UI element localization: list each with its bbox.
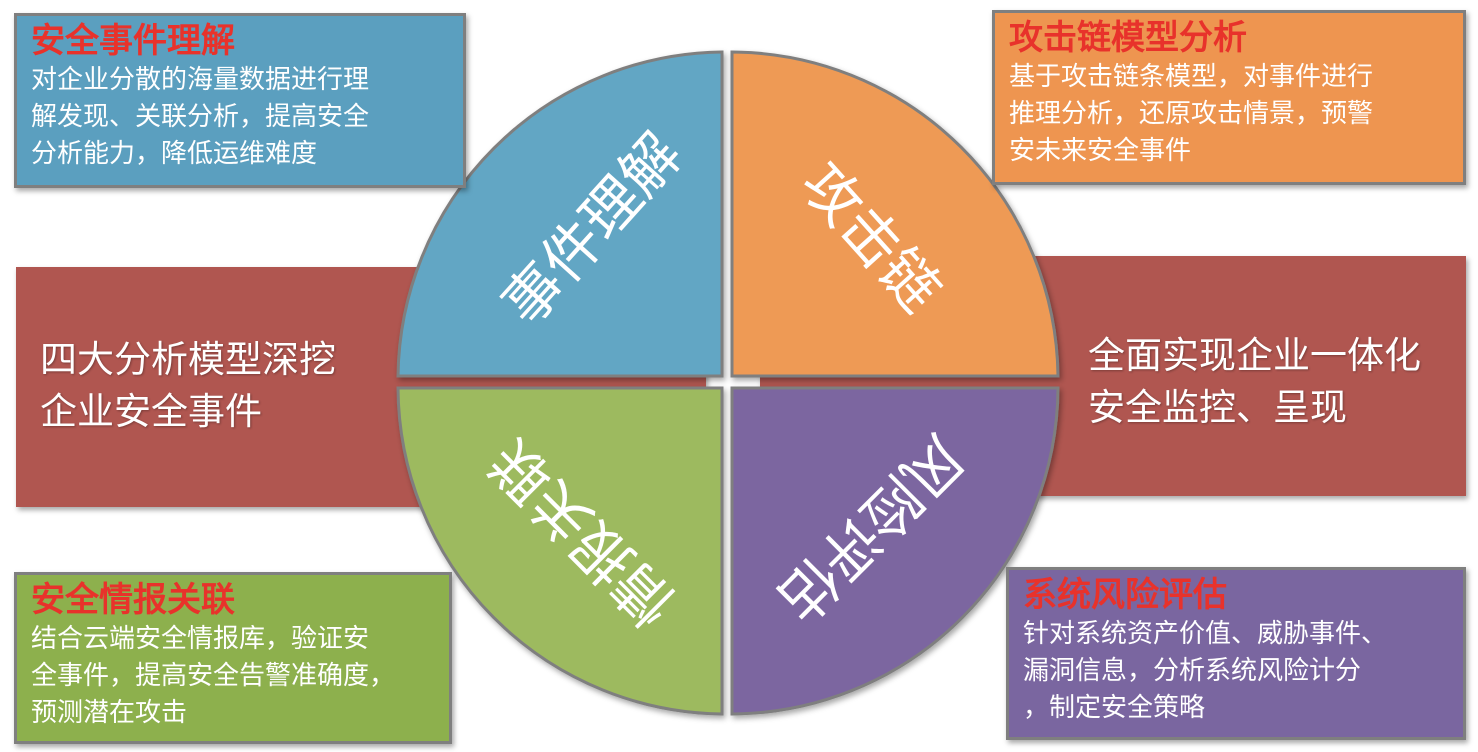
right-band-line-1: 全面实现企业一体化 — [1088, 334, 1421, 377]
quadrant-event-understanding — [396, 50, 724, 378]
card-line: 预测潜在攻击 — [31, 698, 188, 728]
card-title: 安全事件理解 — [31, 21, 235, 61]
card-line: 推理分析，还原攻击情景，预警 — [1009, 99, 1374, 129]
card-line: 结合云端安全情报库，验证安 — [31, 624, 370, 654]
card-title: 攻击链模型分析 — [1009, 18, 1247, 58]
card-line: 安未来安全事件 — [1009, 136, 1192, 166]
card-line: 全事件，提高安全告警准确度， — [31, 661, 396, 691]
left-band-line-1: 四大分析模型深挖 — [40, 338, 336, 381]
card-line: 对企业分散的海量数据进行理 — [31, 65, 370, 95]
card-risk-assessment: 系统风险评估 针对系统资产价值、威胁事件、 漏洞信息，分析系统风险计分 ，制定安… — [1006, 567, 1466, 740]
right-band-line-2: 安全监控、呈现 — [1088, 386, 1347, 429]
card-line: 分析能力，降低运维难度 — [31, 139, 318, 169]
card-description: 结合云端安全情报库，验证安 全事件，提高安全告警准确度， 预测潜在攻击 — [31, 621, 439, 732]
card-description: 针对系统资产价值、威胁事件、 漏洞信息，分析系统风险计分 ，制定安全策略 — [1023, 616, 1453, 727]
left-band-text: 四大分析模型深挖 企业安全事件 — [40, 334, 336, 438]
quadrant-attack-chain — [730, 50, 1060, 378]
card-line: ，制定安全策略 — [1023, 693, 1206, 723]
card-description: 对企业分散的海量数据进行理 解发现、关联分析，提高安全 分析能力，降低运维难度 — [31, 62, 453, 173]
card-line: 基于攻击链条模型，对事件进行 — [1009, 62, 1374, 92]
card-description: 基于攻击链条模型，对事件进行 推理分析，还原攻击情景，预警 安未来安全事件 — [1009, 59, 1453, 170]
card-line: 针对系统资产价值、威胁事件、 — [1023, 619, 1388, 649]
card-title: 系统风险评估 — [1023, 575, 1227, 615]
quadrant-intel-correlation — [396, 386, 724, 716]
card-line: 解发现、关联分析，提高安全 — [31, 102, 370, 132]
card-intel-correlation: 安全情报关联 结合云端安全情报库，验证安 全事件，提高安全告警准确度， 预测潜在… — [14, 572, 452, 744]
card-event-understanding: 安全事件理解 对企业分散的海量数据进行理 解发现、关联分析，提高安全 分析能力，… — [14, 13, 466, 188]
card-title: 安全情报关联 — [31, 580, 235, 620]
left-band-line-2: 企业安全事件 — [40, 390, 262, 433]
card-line: 漏洞信息，分析系统风险计分 — [1023, 656, 1362, 686]
quadrant-risk-assessment — [730, 386, 1060, 716]
right-band-text: 全面实现企业一体化 安全监控、呈现 — [1088, 330, 1421, 434]
card-attack-chain: 攻击链模型分析 基于攻击链条模型，对事件进行 推理分析，还原攻击情景，预警 安未… — [992, 10, 1466, 185]
